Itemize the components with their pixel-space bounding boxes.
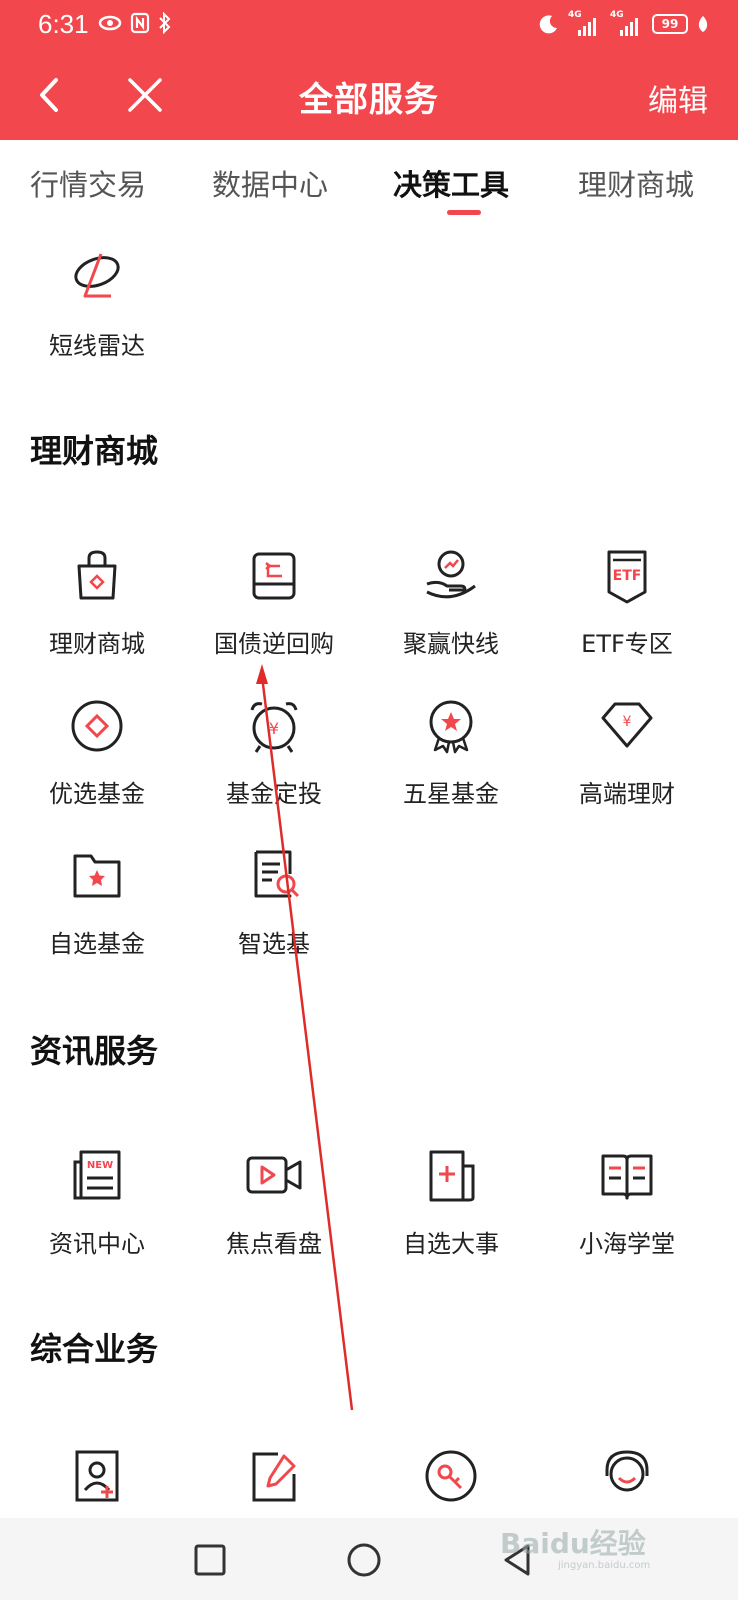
service-key-coin[interactable]	[362, 1446, 540, 1518]
service-smart-fund-picker[interactable]: 智选基	[185, 846, 363, 976]
status-icons-left	[98, 12, 172, 34]
service-label: 国债逆回购	[214, 630, 334, 658]
newspaper-icon: NEW	[73, 1150, 121, 1200]
service-xiaohai-academy[interactable]: 小海学堂	[538, 1146, 716, 1276]
hand-coin-icon	[426, 550, 476, 599]
star-folder-icon	[73, 854, 121, 898]
nfc-icon	[130, 12, 150, 34]
category-tabs: 行情交易 数据中心 决策工具 理财商城	[0, 140, 738, 224]
service-label: ETF专区	[581, 630, 673, 658]
service-wealth-mall[interactable]: 理财商城	[8, 546, 186, 676]
chevron-left-icon	[40, 78, 58, 112]
diamond-circle-icon	[71, 700, 123, 752]
service-high-end-wealth[interactable]: ¥ 高端理财	[538, 696, 716, 826]
service-label: 焦点看盘	[226, 1230, 322, 1258]
alarm-clock-icon: ¥	[250, 702, 298, 753]
service-short-radar[interactable]: 短线雷达	[8, 248, 186, 378]
network-type-1: 4G	[568, 10, 582, 20]
battery-indicator: 99	[652, 14, 688, 34]
customer-service-icon	[605, 1450, 649, 1492]
home-button[interactable]	[344, 1540, 384, 1580]
service-five-star-funds[interactable]: 五星基金	[362, 696, 540, 826]
svg-text:¥: ¥	[623, 714, 632, 730]
id-card-icon	[75, 1450, 119, 1502]
svg-text:ETF: ETF	[613, 568, 642, 584]
service-etf-zone[interactable]: ETF ETF专区	[538, 546, 716, 676]
service-label: 自选大事	[403, 1230, 499, 1258]
service-label: 聚赢快线	[403, 630, 499, 658]
section-title-wealth-mall: 理财商城	[30, 432, 159, 470]
service-label: 高端理财	[579, 780, 675, 808]
bluetooth-icon	[159, 12, 171, 34]
section-title-news-services: 资讯服务	[30, 1032, 159, 1070]
service-label: 智选基	[238, 930, 310, 958]
service-watchlist-funds[interactable]: 自选基金	[8, 846, 186, 976]
tab-decision-tools[interactable]: 决策工具	[393, 168, 510, 202]
open-book-icon	[601, 1154, 653, 1200]
service-label: 短线雷达	[49, 332, 145, 360]
signal-2: 4G	[610, 10, 644, 36]
service-juying-kuaixian[interactable]: 聚赢快线	[362, 546, 540, 676]
star-medal-icon	[429, 700, 473, 754]
service-edit-note[interactable]	[185, 1446, 363, 1518]
etf-badge-icon: ETF	[607, 550, 647, 604]
tab-data-center[interactable]: 数据中心	[212, 168, 329, 202]
service-label: 资讯中心	[49, 1230, 145, 1258]
service-selected-funds[interactable]: 优选基金	[8, 696, 186, 826]
back-button[interactable]	[26, 70, 76, 120]
document-search-icon	[254, 850, 300, 898]
key-coin-icon	[425, 1450, 477, 1502]
service-treasury-repo[interactable]: 国债逆回购	[185, 546, 363, 676]
status-time: 6:31	[38, 9, 89, 39]
status-icons-right: 4G 4G 99	[538, 10, 710, 36]
section-title-general-business: 综合业务	[30, 1330, 159, 1368]
diamond-gem-icon: ¥	[601, 702, 653, 748]
nav-bar: 全部服务 编辑	[0, 52, 738, 140]
video-camera-icon	[246, 1156, 302, 1194]
svg-text:¥: ¥	[269, 719, 279, 738]
close-icon	[128, 78, 162, 112]
leaf-icon	[698, 16, 708, 32]
service-label: 五星基金	[403, 780, 499, 808]
back-nav-button[interactable]	[498, 1540, 538, 1580]
service-customer-support[interactable]	[538, 1446, 716, 1518]
service-label: 自选基金	[49, 930, 145, 958]
signal-1: 4G	[568, 10, 602, 36]
edit-button[interactable]: 编辑	[648, 84, 708, 119]
close-button[interactable]	[120, 70, 170, 120]
service-label: 理财商城	[49, 630, 145, 658]
service-label: 优选基金	[49, 780, 145, 808]
shopping-bag-icon	[77, 550, 117, 600]
app-header: 6:31 4G 4G 99	[0, 0, 738, 140]
repo-box-icon	[252, 552, 296, 600]
network-type-2: 4G	[610, 10, 624, 20]
service-label: 小海学堂	[579, 1230, 675, 1258]
service-focus-market[interactable]: 焦点看盘	[185, 1146, 363, 1276]
tab-wealth-mall[interactable]: 理财商城	[578, 168, 695, 202]
service-content: 短线雷达 理财商城 理财商城 国债逆回购 聚赢快线	[0, 224, 738, 1518]
tab-market-trading[interactable]: 行情交易	[30, 168, 147, 202]
system-navigation-bar	[0, 1518, 738, 1600]
page-title: 全部服务	[299, 80, 439, 120]
recent-apps-button[interactable]	[190, 1540, 230, 1580]
add-document-icon	[429, 1150, 475, 1202]
edit-note-icon	[252, 1452, 296, 1502]
service-account-card[interactable]	[8, 1446, 186, 1518]
eye-icon	[98, 15, 122, 31]
service-label: 基金定投	[226, 780, 322, 808]
svg-text:NEW: NEW	[87, 1160, 113, 1171]
service-news-center[interactable]: NEW 资讯中心	[8, 1146, 186, 1276]
active-tab-indicator	[447, 210, 481, 215]
service-watchlist-events[interactable]: 自选大事	[362, 1146, 540, 1276]
radar-icon	[74, 253, 120, 298]
status-bar: 6:31 4G 4G 99	[0, 0, 738, 52]
service-fund-investment-plan[interactable]: ¥ 基金定投	[185, 696, 363, 826]
moon-icon	[539, 15, 557, 34]
